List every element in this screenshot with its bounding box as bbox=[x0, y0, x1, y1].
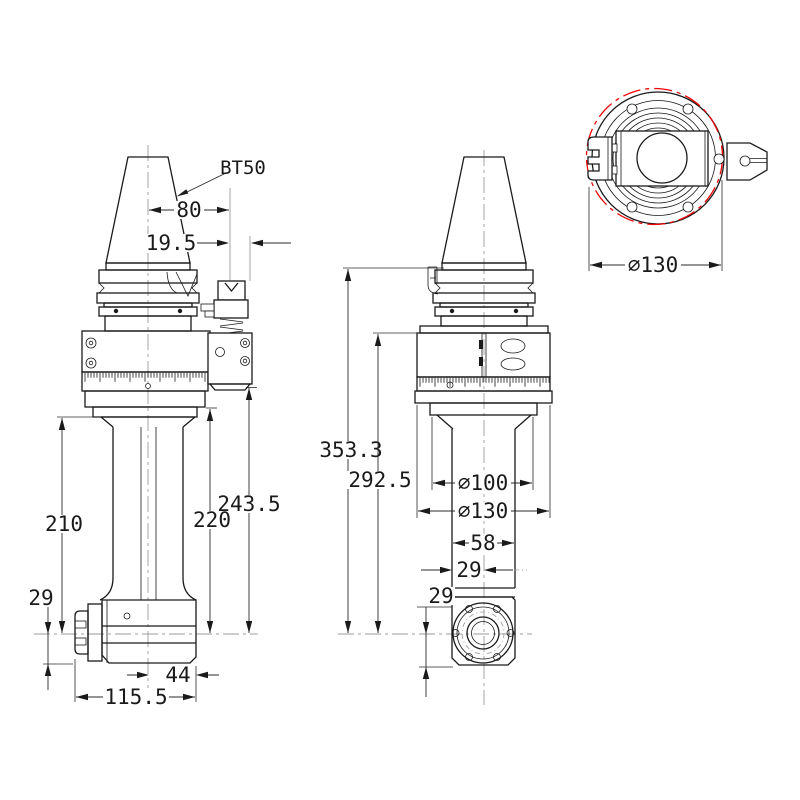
block-hole bbox=[215, 347, 225, 357]
label-d100: ∅100 bbox=[458, 471, 509, 495]
side-view: 353.3 292.5 ∅100 bbox=[318, 150, 553, 705]
index-mark bbox=[145, 383, 151, 389]
dim-80: 80 bbox=[149, 188, 231, 280]
nut-slot bbox=[74, 637, 87, 646]
bolt-hole bbox=[626, 103, 638, 115]
spring bbox=[219, 318, 244, 335]
label-29-side: 29 bbox=[428, 584, 453, 608]
clamp-slot bbox=[500, 338, 526, 354]
label-80: 80 bbox=[176, 198, 201, 222]
v-notch bbox=[224, 282, 239, 293]
main-body-side bbox=[416, 332, 551, 378]
bolt-hole bbox=[451, 629, 460, 637]
dim-243-5: 243.5 bbox=[216, 387, 282, 633]
block-screw bbox=[240, 338, 250, 348]
bolt-hole bbox=[713, 153, 725, 165]
flange-screw bbox=[113, 308, 119, 314]
main-body bbox=[81, 330, 211, 373]
label-115-5: 115.5 bbox=[104, 685, 167, 709]
dim-353-3: 353.3 bbox=[318, 267, 444, 633]
dim-d130-top: ∅130 bbox=[588, 180, 723, 277]
nut-slot bbox=[74, 620, 87, 629]
clamp-slot bbox=[500, 357, 526, 371]
front-dimensions: BT50 80 19.5 bbox=[27, 157, 291, 709]
label-220: 220 bbox=[193, 508, 231, 532]
label-44: 44 bbox=[165, 663, 190, 687]
dim-220: 220 bbox=[191, 407, 233, 633]
dim-29-front: 29 bbox=[27, 586, 73, 690]
dim-44: 44 bbox=[127, 663, 219, 687]
bolt-circle bbox=[461, 611, 505, 655]
dim-d100: ∅100 bbox=[431, 417, 534, 495]
body-screw bbox=[85, 357, 97, 369]
spindle-bore bbox=[466, 616, 500, 650]
label-58: 58 bbox=[470, 531, 495, 555]
collet-nut-top bbox=[587, 136, 613, 181]
bt50-flange-side bbox=[419, 262, 549, 334]
label-29-half: 29 bbox=[456, 558, 481, 582]
label-210: 210 bbox=[45, 512, 83, 536]
dim-29-half: 29 bbox=[421, 558, 527, 582]
top-view: ∅130 bbox=[585, 87, 768, 277]
label-d130-side: ∅130 bbox=[458, 499, 509, 523]
head-housing-top bbox=[587, 130, 768, 187]
dim-19-5: 19.5 bbox=[145, 231, 291, 281]
index-mark bbox=[446, 381, 454, 389]
stop-pin-body bbox=[213, 299, 249, 319]
graduated-ring-side bbox=[416, 376, 551, 392]
bolt-hole bbox=[626, 201, 638, 213]
bolt-hole bbox=[493, 605, 501, 613]
label-19-5: 19.5 bbox=[146, 231, 197, 255]
spindle-flange-circle bbox=[452, 602, 514, 664]
label-d130-top: ∅130 bbox=[628, 253, 679, 277]
label-353-3: 353.3 bbox=[319, 438, 382, 462]
label-taper: BT50 bbox=[220, 157, 266, 179]
bt50-flange bbox=[96, 262, 200, 332]
front-view: BT50 80 19.5 bbox=[27, 145, 291, 709]
stop-block bbox=[207, 332, 253, 385]
dim-58: 58 bbox=[453, 531, 514, 555]
collet-nut-front bbox=[74, 603, 103, 662]
flange-screw bbox=[177, 308, 183, 314]
label-29-front: 29 bbox=[28, 586, 53, 610]
label-292-5: 292.5 bbox=[348, 468, 411, 492]
bolt-hole bbox=[465, 605, 473, 613]
graduated-ring bbox=[81, 371, 209, 392]
bolt-hole bbox=[682, 103, 694, 115]
dim-210: 210 bbox=[43, 416, 101, 633]
block-screw bbox=[240, 356, 250, 366]
stop-block-assembly bbox=[200, 280, 253, 391]
oil-port bbox=[123, 612, 131, 620]
angle-head bbox=[101, 599, 197, 664]
spindle-column bbox=[99, 427, 197, 601]
spindle-bore-top bbox=[636, 132, 688, 184]
side-dimensions: 353.3 292.5 ∅100 bbox=[318, 267, 551, 697]
bolt-hole bbox=[493, 653, 501, 661]
dim-292-5: 292.5 bbox=[347, 332, 420, 633]
lower-flange-side bbox=[414, 390, 553, 430]
flange-screw bbox=[449, 308, 455, 314]
dim-29-side: 29 bbox=[417, 584, 455, 697]
dim-bt50: BT50 bbox=[176, 157, 266, 197]
angle-head-side bbox=[451, 596, 516, 666]
flange-screw bbox=[513, 308, 519, 314]
stop-arm-hole bbox=[739, 155, 751, 167]
scale-mark bbox=[479, 357, 483, 366]
bolt-hole bbox=[682, 201, 694, 213]
scale-mark bbox=[479, 340, 483, 349]
bolt-hole bbox=[465, 653, 473, 661]
body-screw bbox=[85, 337, 97, 349]
stop-arm-slot bbox=[750, 158, 767, 163]
lower-flange bbox=[84, 390, 206, 428]
dim-115-5: 115.5 bbox=[74, 659, 197, 709]
dim-d130-side: ∅130 bbox=[416, 405, 551, 523]
bolt-hole bbox=[506, 629, 515, 637]
